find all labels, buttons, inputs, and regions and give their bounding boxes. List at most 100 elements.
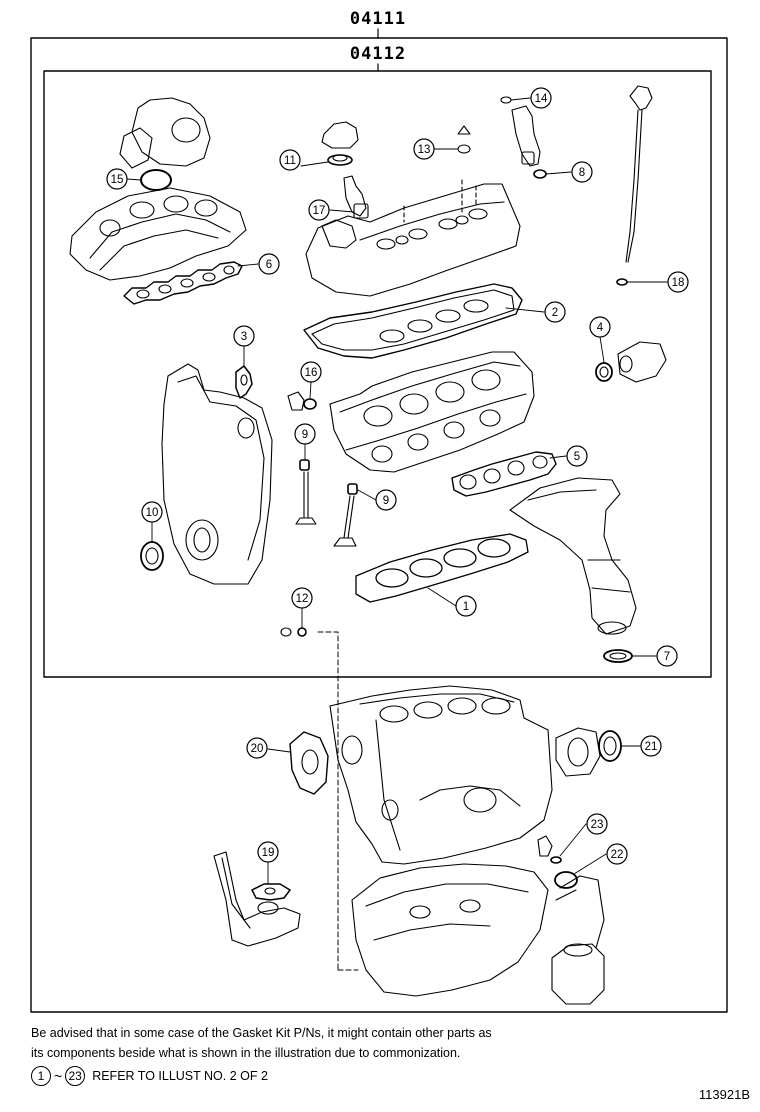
callout-14: 14	[530, 87, 552, 109]
leader-lines	[126, 97, 668, 885]
svg-text:14: 14	[535, 93, 548, 105]
oil-pan	[351, 863, 549, 997]
oil-filter	[551, 943, 605, 1005]
valve-stem-seal-lower	[347, 483, 358, 495]
svg-text:13: 13	[418, 144, 431, 156]
oil-pressure-switch	[537, 835, 553, 857]
callout-7: 7	[656, 645, 678, 667]
gasket-kit-note-line-1: Be advised that in some case of the Gask…	[31, 1026, 492, 1040]
manifold-gasket-6	[123, 261, 243, 305]
callout-10: 10	[141, 501, 163, 523]
gasket-kit-note-line-2: its components beside what is shown in t…	[31, 1046, 461, 1060]
seal-13	[457, 144, 471, 154]
o-ring-15	[140, 169, 172, 191]
callout-20: 20	[246, 737, 268, 759]
callout-6: 6	[258, 253, 280, 275]
refer-end-number: 23	[65, 1066, 86, 1086]
seal-11	[327, 154, 353, 166]
refer-start-number: 1	[31, 1066, 51, 1086]
svg-text:23: 23	[591, 819, 604, 831]
kit-outer-number: 04111	[350, 9, 406, 29]
oil-filler-cap	[321, 121, 359, 149]
refer-tilde: ~	[54, 1068, 63, 1084]
cylinder-block	[329, 685, 553, 865]
callout-17: 17	[308, 199, 330, 221]
valve-2	[333, 495, 357, 547]
callout-5: 5	[566, 445, 588, 467]
svg-text:22: 22	[611, 849, 624, 861]
kit-header: 04111 04112	[350, 9, 406, 72]
callout-3: 3	[233, 325, 255, 347]
cam-sensor	[343, 175, 367, 217]
callout-8: 8	[571, 161, 593, 183]
inner-kit-frame	[43, 70, 712, 678]
fuel-injector	[511, 105, 541, 167]
callout-13: 13	[413, 138, 435, 160]
svg-text:5: 5	[574, 451, 580, 463]
cylinder-head-cover	[305, 183, 521, 297]
svg-text:21: 21	[645, 741, 658, 753]
oil-strainer	[213, 851, 301, 947]
refer-text: REFER TO ILLUST NO. 2 OF 2	[92, 1069, 268, 1083]
svg-text:19: 19	[262, 847, 275, 859]
sensor-16	[287, 391, 305, 411]
seal-10	[140, 541, 164, 571]
o-ring-8	[533, 169, 547, 179]
callout-9-lower: 9	[375, 489, 397, 511]
svg-text:6: 6	[266, 259, 272, 271]
callout-15: 15	[106, 168, 128, 190]
svg-text:7: 7	[664, 651, 670, 663]
svg-text:12: 12	[296, 593, 309, 605]
svg-text:10: 10	[146, 507, 159, 519]
svg-text:9: 9	[383, 495, 389, 507]
cylinder-head	[329, 351, 535, 473]
svg-text:20: 20	[251, 743, 264, 755]
water-pump-gasket-20	[289, 731, 329, 795]
callout-22: 22	[606, 843, 628, 865]
callout-4: 4	[589, 316, 611, 338]
svg-text:16: 16	[305, 367, 318, 379]
callout-16: 16	[300, 361, 322, 383]
oil-seal-21	[598, 730, 622, 762]
refer-line: 1 ~ 23 REFER TO ILLUST NO. 2 OF 2	[31, 1066, 268, 1086]
svg-text:15: 15	[111, 174, 124, 186]
callout-23: 23	[586, 813, 608, 835]
intake-manifold	[69, 97, 247, 281]
gasket-3	[235, 365, 253, 399]
kit-inner-number: 04112	[350, 44, 406, 64]
svg-text:18: 18	[672, 277, 685, 289]
exhaust-gasket-5	[451, 451, 557, 497]
illustration-code: 113921B	[698, 1087, 750, 1102]
callout-19: 19	[257, 841, 279, 863]
o-ring-22	[554, 871, 578, 889]
valve-stem-seal-upper	[299, 459, 310, 471]
svg-text:3: 3	[241, 331, 247, 343]
strainer-gasket-19	[251, 883, 291, 901]
valve-1	[295, 471, 317, 525]
svg-text:4: 4	[597, 322, 604, 334]
svg-text:9: 9	[302, 429, 308, 441]
outer-kit-frame	[30, 37, 728, 1013]
seal-4	[595, 362, 613, 382]
svg-text:2: 2	[552, 307, 558, 319]
callout-9-upper: 9	[294, 423, 316, 445]
callout-12: 12	[291, 587, 313, 609]
callout-1: 1	[455, 595, 477, 617]
washer-12	[297, 627, 307, 637]
timing-chain-cover	[161, 363, 273, 585]
callout-2: 2	[544, 301, 566, 323]
svg-text:11: 11	[284, 155, 296, 167]
gasket-7	[603, 649, 633, 663]
head-gasket-1	[355, 533, 529, 603]
exhaust-manifold	[509, 477, 637, 635]
svg-text:1: 1	[463, 601, 469, 613]
svg-text:8: 8	[579, 167, 585, 179]
seal-retainer	[555, 727, 601, 777]
callout-18: 18	[667, 271, 689, 293]
oil-dipstick	[616, 85, 653, 286]
svg-text:17: 17	[313, 205, 326, 217]
head-cover-gasket-2	[303, 283, 523, 359]
callout-21: 21	[640, 735, 662, 757]
callouts: 1 2 3 4 5 6 7 8 9 9 10 11 12 13 14 15 16…	[106, 87, 689, 865]
